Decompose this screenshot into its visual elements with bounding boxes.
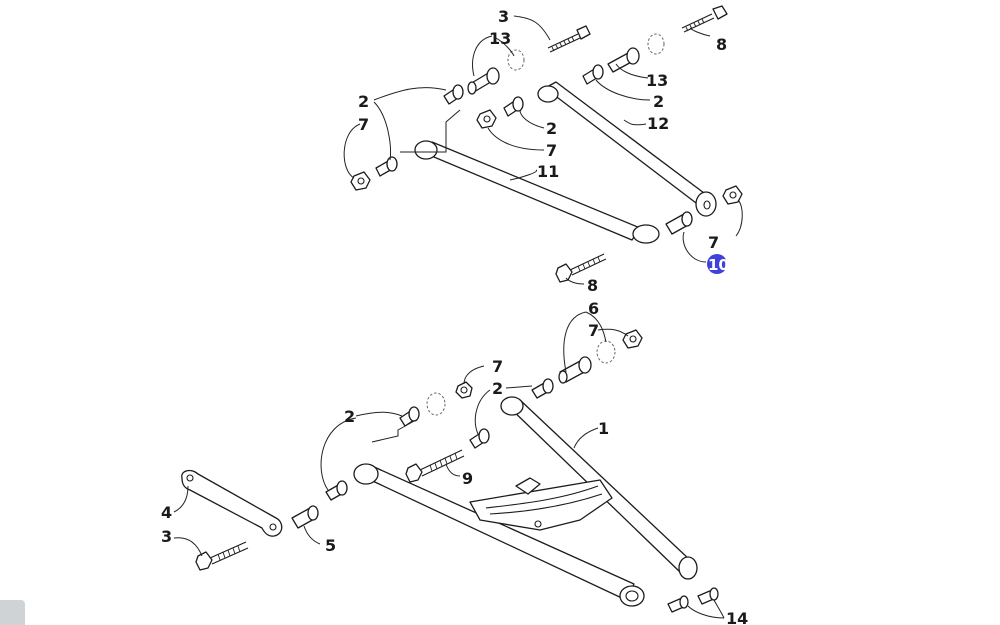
corner-tab-button[interactable]	[0, 600, 25, 625]
arm-12	[537, 81, 717, 217]
bolt-8-upper-right	[681, 5, 728, 33]
bushing-2-upper-left	[443, 84, 464, 105]
callout-lower-7-left: 7	[492, 357, 503, 376]
washer-dashed-upper-right	[647, 33, 665, 55]
washer-dashed-lower-top	[596, 340, 616, 364]
bushing-2-lower-near-bolt	[469, 428, 490, 449]
callout-upper-8-bottom: 8	[587, 276, 598, 295]
lower-a-arm-assembly	[173, 311, 725, 619]
arm-11	[414, 140, 660, 244]
sleeve-5	[291, 505, 319, 529]
callout-lower-7-top: 7	[588, 321, 599, 340]
nut-7-lower-left	[455, 381, 473, 399]
bolt-9	[405, 449, 465, 483]
callout-lower-2-left: 2	[344, 407, 355, 426]
callout-lower-6: 6	[588, 299, 599, 318]
callout-upper-3: 3	[498, 7, 509, 26]
callout-lower-9: 9	[462, 469, 473, 488]
callout-upper-10-highlighted: 10	[707, 254, 729, 274]
callout-lower-5: 5	[325, 536, 336, 555]
bushing-2-upper-right	[582, 64, 604, 85]
leader-lines-lower	[173, 311, 725, 619]
washer-dashed-upper-left	[507, 49, 525, 71]
bushing-6	[558, 356, 592, 384]
bushing-14-right	[697, 587, 719, 605]
callout-upper-7-mid: 7	[546, 141, 557, 160]
callout-upper-13-right: 13	[646, 71, 668, 90]
callout-lower-1: 1	[598, 419, 609, 438]
callout-upper-2-right: 2	[653, 92, 664, 111]
callout-lower-14: 14	[726, 609, 748, 625]
callout-upper-12: 12	[647, 114, 669, 133]
callout-lower-4: 4	[161, 503, 172, 522]
a-arm-1	[353, 396, 698, 607]
callout-upper-10: 10	[708, 256, 729, 274]
bolt-8-upper-bottom	[555, 253, 607, 283]
sleeve-10	[665, 211, 693, 235]
callout-upper-2-mid: 2	[546, 119, 557, 138]
nut-7-upper-left	[350, 171, 371, 191]
bolt-3-lower	[195, 541, 249, 571]
callout-labels: 3 13 8 13 2 7 2 12 2 7 11 7 10 8 6 7 7 2…	[161, 7, 748, 625]
bushing-14-left	[667, 595, 689, 613]
bushing-2-upper-mid	[503, 96, 524, 117]
washer-dashed-lower-left	[426, 392, 446, 416]
leader-lines-upper	[343, 15, 743, 285]
bushing-2-lower-mid	[531, 378, 554, 399]
bushing-13-upper-left	[467, 67, 500, 95]
callout-upper-7-right: 7	[708, 233, 719, 252]
callout-upper-8-top: 8	[716, 35, 727, 54]
bushing-2-lower-left	[325, 480, 348, 501]
bushing-13-upper-right	[607, 47, 640, 73]
nut-7-upper-mid	[476, 109, 497, 129]
callout-upper-7-left: 7	[358, 115, 369, 134]
nut-7-upper-right	[722, 185, 743, 205]
upper-a-arm-assembly	[343, 5, 743, 285]
bolt-3-upper	[547, 25, 591, 53]
bushing-2-upper-lower-left	[375, 156, 398, 177]
callout-upper-2-left: 2	[358, 92, 369, 111]
link-4	[181, 469, 283, 537]
bushing-2-lower-top-left	[399, 406, 420, 427]
nut-7-lower-top	[622, 329, 643, 349]
callout-lower-3: 3	[161, 527, 172, 546]
callout-upper-11: 11	[537, 162, 559, 181]
callout-upper-13-left: 13	[489, 29, 511, 48]
callout-lower-2-mid: 2	[492, 379, 503, 398]
